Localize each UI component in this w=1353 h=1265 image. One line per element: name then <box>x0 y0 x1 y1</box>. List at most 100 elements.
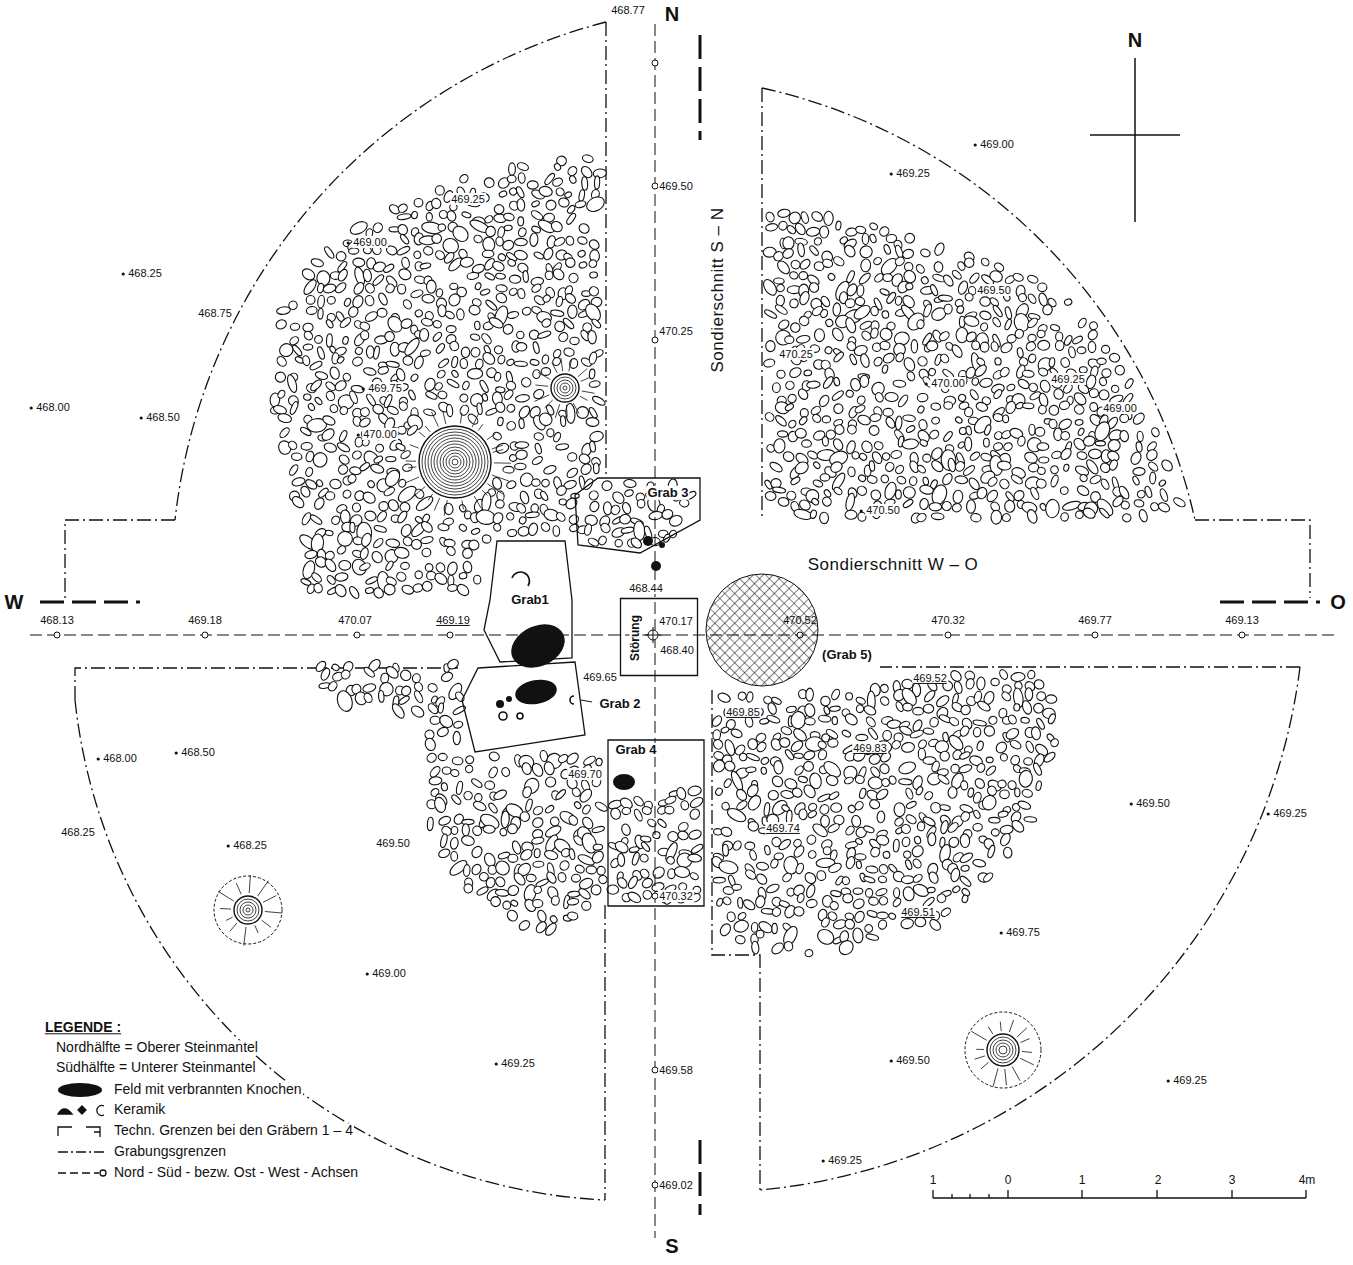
stone <box>893 839 900 852</box>
stone <box>291 453 302 461</box>
stone <box>856 395 867 406</box>
stone <box>326 334 332 348</box>
stone <box>517 404 532 420</box>
stone <box>723 778 733 789</box>
stone <box>914 836 922 845</box>
stone <box>811 413 822 424</box>
stone <box>1079 473 1089 483</box>
stone <box>833 303 841 317</box>
stone <box>877 912 889 919</box>
stone <box>988 269 1004 284</box>
stone <box>1001 512 1012 523</box>
stone <box>552 431 562 443</box>
stone <box>309 513 323 525</box>
stone <box>787 419 797 429</box>
stone <box>844 825 856 837</box>
stone <box>578 261 587 269</box>
stone <box>869 233 878 243</box>
stone <box>382 263 395 274</box>
stone <box>330 514 341 525</box>
stone <box>299 426 312 437</box>
stone <box>779 737 791 748</box>
stone <box>309 378 324 393</box>
stone <box>783 941 794 952</box>
stone <box>426 212 433 221</box>
stone <box>463 864 470 876</box>
stone <box>935 694 951 709</box>
stone <box>909 476 918 486</box>
stone <box>857 285 865 297</box>
stone <box>845 855 856 869</box>
stone <box>976 762 987 773</box>
stone <box>543 849 558 861</box>
stone <box>983 424 992 436</box>
stone <box>492 522 502 532</box>
stone <box>1121 512 1132 523</box>
stone <box>444 310 456 320</box>
stone <box>833 403 844 414</box>
stone <box>458 173 470 185</box>
stone <box>1039 457 1049 463</box>
stone <box>717 859 739 876</box>
stone <box>746 752 761 762</box>
stone <box>906 371 916 382</box>
stone <box>450 283 458 289</box>
stone <box>527 181 538 189</box>
stone <box>730 728 744 740</box>
stone <box>533 899 543 907</box>
stone <box>1006 383 1016 392</box>
stone <box>766 714 781 724</box>
stone <box>1119 413 1129 423</box>
stone <box>903 703 913 711</box>
stone <box>849 353 858 365</box>
stone <box>560 416 566 427</box>
stone <box>565 466 579 479</box>
stone <box>513 249 528 261</box>
stone <box>517 331 524 338</box>
stone <box>774 414 788 428</box>
stone <box>461 380 470 391</box>
stone <box>973 777 986 791</box>
stone <box>1032 762 1043 776</box>
stone <box>986 475 998 487</box>
stone <box>836 938 856 958</box>
stone <box>860 375 869 388</box>
stone <box>903 232 916 245</box>
stone <box>920 248 931 258</box>
stone <box>1022 370 1034 378</box>
stone <box>1088 388 1099 399</box>
stone <box>437 523 449 532</box>
stone <box>395 570 408 582</box>
stone <box>314 370 328 381</box>
stone <box>446 404 453 417</box>
stone <box>423 408 436 417</box>
stone <box>431 198 442 210</box>
stone <box>553 162 561 171</box>
stone <box>933 242 946 257</box>
stone <box>833 377 840 387</box>
stone <box>476 403 483 415</box>
stone <box>714 787 723 797</box>
stone <box>568 175 577 185</box>
stone <box>364 510 378 522</box>
stone <box>533 885 543 895</box>
stone <box>1075 511 1083 519</box>
stone <box>863 704 878 717</box>
stone <box>446 210 457 223</box>
stone <box>1072 391 1088 407</box>
stone <box>1026 316 1039 329</box>
stone <box>818 394 831 409</box>
stone <box>931 512 944 520</box>
stone <box>865 888 873 897</box>
stone <box>872 256 883 266</box>
stone <box>290 323 300 331</box>
stone <box>367 480 376 489</box>
stone <box>806 226 821 237</box>
stone <box>852 303 873 322</box>
stone <box>884 416 897 430</box>
stone <box>1055 332 1063 341</box>
stone <box>856 413 871 426</box>
stone <box>277 389 287 399</box>
stone <box>790 259 801 270</box>
stone <box>433 796 448 814</box>
